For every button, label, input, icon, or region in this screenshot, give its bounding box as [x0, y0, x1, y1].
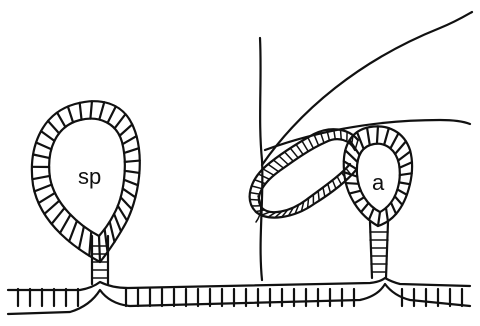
cell-wall-line	[361, 203, 369, 212]
cell-wall-line	[279, 156, 288, 165]
cell-wall-line	[39, 193, 55, 203]
label-sp: sp	[78, 164, 101, 189]
cell-wall-line	[99, 236, 100, 262]
cell-wall-line	[124, 180, 138, 185]
tubule-wall-cells	[250, 129, 358, 217]
cell-wall-line	[124, 148, 139, 153]
cell-wall-line	[125, 161, 140, 162]
cell-wall-line	[68, 107, 73, 123]
cell-wall-line	[308, 198, 309, 208]
cell-wall-line	[261, 212, 270, 215]
cell-wall-line	[369, 208, 374, 220]
cell-wall-line	[108, 106, 116, 122]
cell-wall-line	[34, 185, 51, 192]
cell-wall-line	[341, 130, 342, 140]
cell-wall-line	[333, 180, 336, 189]
cell-wall-line	[354, 197, 364, 203]
cell-wall-line	[36, 142, 51, 149]
cell-wall-line	[384, 128, 389, 145]
cell-wall-line	[250, 193, 260, 195]
cell-wall-line	[337, 176, 341, 184]
cell-wall-line	[90, 101, 92, 118]
cell-wall-line	[32, 176, 49, 179]
cell-wall-line	[398, 151, 410, 160]
cell-wall-line	[99, 102, 104, 119]
cell-wall-line	[52, 208, 65, 224]
cell-wall-line	[397, 189, 406, 194]
background-outlines	[256, 12, 472, 280]
cell-wall-line	[323, 187, 325, 196]
cell-wall-line	[69, 221, 77, 242]
cell-wall-line	[318, 191, 319, 201]
cell-wall-line	[268, 164, 279, 171]
cell-wall-line	[57, 113, 65, 127]
cell-wall-line	[123, 189, 136, 198]
cell-wall-line	[48, 121, 59, 133]
cell-wall-line	[390, 133, 398, 148]
cell-wall-line	[252, 186, 262, 189]
cell-wall-line	[308, 137, 313, 148]
cell-wall-line	[346, 183, 359, 184]
cell-wall-line	[263, 169, 274, 175]
cell-wall-line	[273, 160, 283, 168]
cell-wall-line	[285, 152, 294, 161]
cell-wall-line	[258, 174, 269, 179]
cell-wall-line	[400, 173, 412, 175]
cell-wall-line	[115, 114, 126, 128]
cell-wall-line	[44, 201, 59, 214]
vesicle-a-stalk	[370, 222, 388, 278]
cell-wall-line	[118, 206, 127, 221]
cell-wall-line	[110, 222, 115, 242]
cell-wall-line	[250, 199, 259, 200]
cell-wall-line	[345, 150, 357, 162]
cell-wall-line	[349, 191, 361, 194]
vesicle-sp: sp	[32, 101, 140, 284]
hooked-tubule	[250, 129, 358, 217]
cell-wall-line	[114, 214, 121, 232]
cell-wall-line	[255, 180, 266, 184]
cell-wall-line	[386, 208, 388, 221]
cell-wall-line	[79, 226, 84, 249]
cell-wall-line	[296, 144, 303, 154]
cell-wall-line	[377, 126, 378, 143]
cell-wall-line	[121, 197, 132, 209]
label-a: a	[372, 170, 385, 195]
cell-wall-line	[391, 203, 396, 214]
cell-wall-line	[328, 184, 331, 193]
cell-wall-line	[60, 215, 71, 233]
cell-wall-line	[41, 131, 54, 141]
cell-wall-line	[33, 154, 49, 158]
cell-wall-line	[400, 162, 412, 167]
cell-wall-line	[302, 141, 308, 151]
cell-wall-line	[123, 136, 137, 144]
cell-wall-line	[125, 171, 140, 173]
cell-wall-line	[80, 103, 82, 120]
epithelium-strip	[8, 278, 470, 314]
cell-wall-line	[290, 148, 298, 158]
cell-wall-line	[378, 212, 380, 226]
cell-wall-line	[120, 124, 133, 135]
cell-wall-line	[395, 196, 403, 205]
cell-wall-line	[399, 182, 410, 184]
cell-wall-line	[367, 128, 370, 146]
cell-wall-line	[395, 141, 406, 154]
